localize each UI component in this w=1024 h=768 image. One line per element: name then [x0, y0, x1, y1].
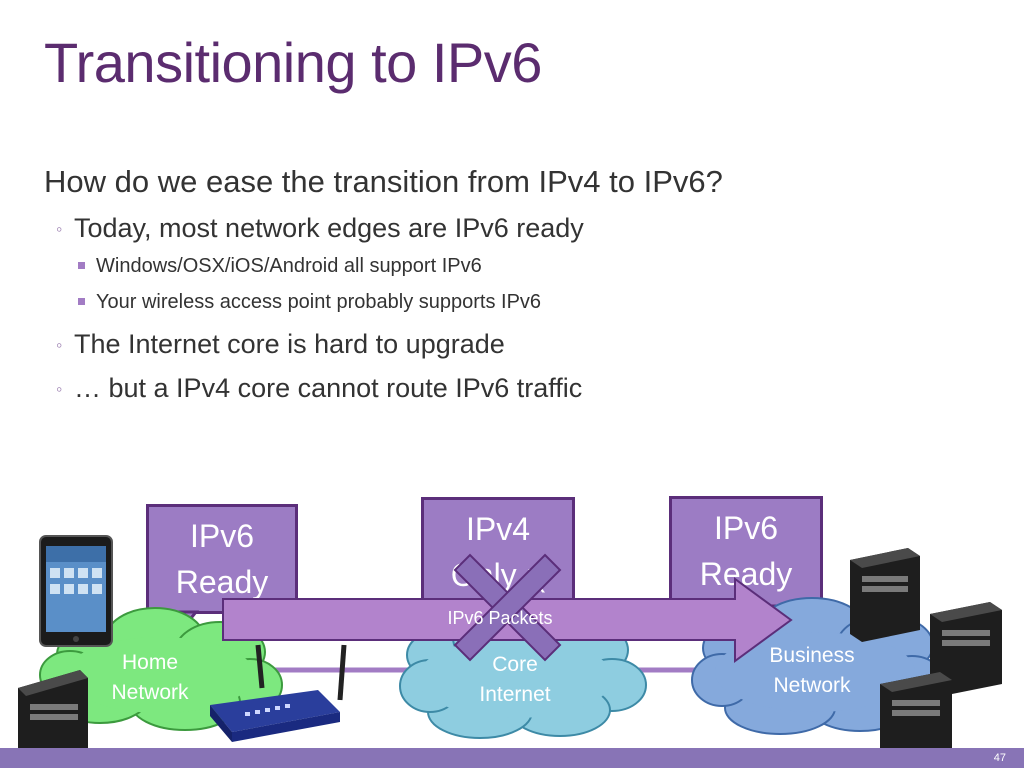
sub-bullet-wap: Your wireless access point probably supp…	[44, 284, 984, 320]
home-network-label-line1: Home	[121, 651, 179, 674]
ring-bullet-icon: ◦	[56, 219, 63, 239]
home-callout-line1: IPv6	[189, 518, 255, 554]
server-tower-icon-3	[880, 672, 952, 760]
blocked-x-icon	[453, 553, 562, 662]
slide-title: Transitioning to IPv6	[44, 31, 542, 94]
bullet-list: How do we ease the transition from IPv4 …	[44, 160, 984, 408]
square-bullet-icon	[78, 262, 85, 269]
home-ipv6-ready-callout: IPv6 Ready	[146, 504, 298, 614]
server-tower-icon-1	[850, 548, 920, 642]
core-internet-label-line2: Internet	[479, 683, 551, 706]
core-callout-line1: IPv4	[465, 511, 531, 547]
bullet-core: ◦ The Internet core is hard to upgrade	[44, 324, 984, 364]
sub-bullet-os: Windows/OSX/iOS/Android all support IPv6	[44, 248, 984, 284]
home-network-label: Home Network	[90, 648, 210, 708]
business-network-label-line1: Business	[769, 644, 855, 667]
bullet-today: ◦ Today, most network edges are IPv6 rea…	[44, 208, 984, 248]
wireless-router-icon	[210, 644, 347, 742]
bullet-core-text: The Internet core is hard to upgrade	[74, 329, 505, 359]
home-computer-tower-icon	[18, 670, 88, 768]
page-number: 47	[993, 752, 1006, 764]
square-bullet-icon	[78, 298, 85, 305]
business-network-label: Business Network	[752, 641, 872, 701]
ring-bullet-icon: ◦	[56, 379, 63, 399]
core-internet-label: Core Internet	[455, 650, 575, 710]
bullet-route: ◦ … but a IPv4 core cannot route IPv6 tr…	[44, 368, 984, 408]
arrow-label: IPv6 Packets	[447, 608, 553, 628]
footer-bar: 47	[0, 748, 1024, 768]
sub-bullet-os-text: Windows/OSX/iOS/Android all support IPv6	[96, 255, 482, 277]
tablet-icon	[39, 535, 113, 647]
ring-bullet-icon: ◦	[56, 335, 63, 355]
question-text: How do we ease the transition from IPv4 …	[44, 164, 723, 199]
business-ipv6-ready-callout: IPv6 Ready	[669, 496, 823, 608]
bullet-today-text: Today, most network edges are IPv6 ready	[74, 213, 584, 243]
server-tower-icon-2	[930, 602, 1002, 696]
business-network-label-line2: Network	[773, 674, 851, 697]
home-callout-line2: Ready	[175, 564, 269, 600]
home-network-label-line2: Network	[111, 681, 189, 704]
sub-bullet-wap-text: Your wireless access point probably supp…	[96, 291, 542, 313]
core-internet-label-line1: Core	[492, 653, 538, 676]
bullet-route-text: … but a IPv4 core cannot route IPv6 traf…	[74, 373, 583, 403]
business-callout-line1: IPv6	[713, 510, 779, 546]
